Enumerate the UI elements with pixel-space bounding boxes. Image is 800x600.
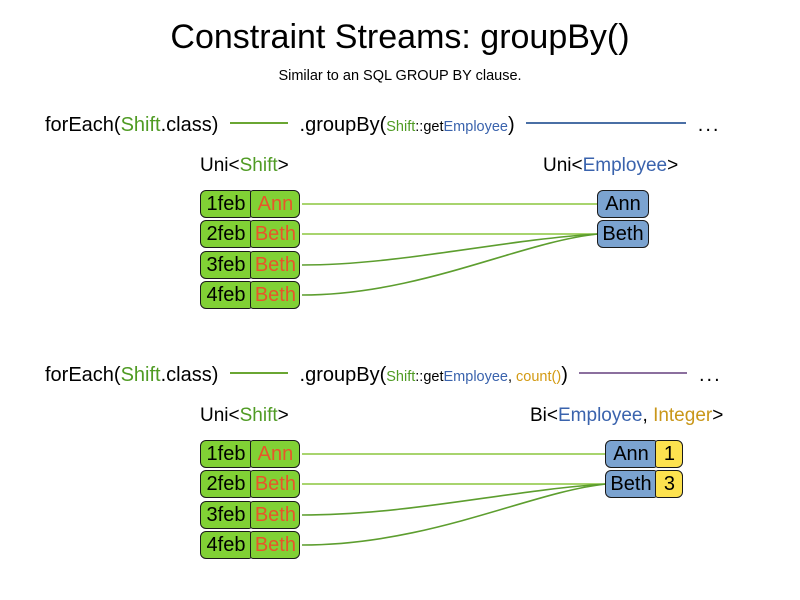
pipe-rule-groupby: [579, 371, 688, 374]
shift-row[interactable]: 4feb Beth: [200, 531, 301, 559]
type-prefix: Uni<: [543, 155, 583, 176]
type-label-bi-employee-integer: Bi<Employee, Integer>: [530, 405, 723, 427]
page-title: Constraint Streams: groupBy(): [170, 18, 630, 56]
group-row[interactable]: Ann 1: [605, 440, 684, 468]
shift-employee: Beth: [250, 501, 301, 529]
shift-date: 1feb: [200, 190, 252, 218]
group-row[interactable]: Beth 3: [605, 470, 684, 498]
code-mapper-sep: ::get: [415, 369, 444, 385]
code-groupby-call: .groupBy(: [299, 114, 387, 136]
code-collector-count: count(): [516, 369, 562, 385]
pipe-rule-foreach: [229, 371, 288, 374]
type-suffix: >: [712, 405, 724, 426]
shift-date: 2feb: [200, 220, 252, 248]
type-label-uni-shift-2: Uni<Shift>: [200, 405, 289, 427]
type-label-uni-employee: Uni<Employee>: [543, 155, 678, 177]
code-ellipsis: ...: [698, 364, 722, 386]
code-groupby-close: ): [561, 364, 568, 386]
shift-date: 4feb: [200, 281, 252, 309]
shift-employee: Beth: [250, 281, 301, 309]
group-employee: Ann: [597, 190, 649, 218]
pipe-rule-groupby: [526, 121, 687, 124]
code-foreach-call: forEach(: [45, 364, 121, 386]
type-prefix: Uni<: [200, 405, 240, 426]
shift-date: 3feb: [200, 501, 252, 529]
group-row[interactable]: Beth: [597, 220, 649, 248]
shift-row[interactable]: 2feb Beth: [200, 470, 301, 498]
group-count: 3: [655, 470, 684, 498]
link-shift3-beth: [301, 233, 599, 266]
shift-row[interactable]: 4feb Beth: [200, 281, 301, 309]
type-generic-employee: Employee: [558, 405, 643, 426]
code-groupby-close: ): [507, 114, 515, 136]
type-prefix: Bi<: [530, 405, 558, 426]
shift-employee: Ann: [250, 190, 301, 218]
shift-row[interactable]: 1feb Ann: [200, 190, 301, 218]
shift-row[interactable]: 2feb Beth: [200, 220, 301, 248]
group-employee: Ann: [605, 440, 657, 468]
type-suffix: >: [277, 155, 289, 176]
code-mapper-prop: Employee: [443, 119, 508, 135]
code-mapper-comma: ,: [507, 369, 517, 385]
code-line-groupby-single: forEach(Shift.class) .groupBy(Shift::get…: [45, 114, 720, 137]
type-generic-employee: Employee: [582, 155, 668, 176]
code-mapper-prop: Employee: [443, 369, 508, 385]
code-foreach-suffix: .class): [160, 364, 219, 386]
type-label-uni-shift: Uni<Shift>: [200, 155, 289, 177]
group-employee: Beth: [597, 220, 649, 248]
code-foreach-type: Shift: [120, 114, 161, 136]
type-prefix: Uni<: [200, 155, 240, 176]
link2-shift4-beth: [301, 483, 607, 546]
group-count: 1: [655, 440, 684, 468]
code-ellipsis: ...: [697, 114, 721, 136]
type-generic-sep: ,: [642, 405, 654, 426]
shift-date: 4feb: [200, 531, 252, 559]
shift-employee: Beth: [250, 531, 301, 559]
type-generic-shift: Shift: [239, 155, 278, 176]
group-employee: Beth: [605, 470, 657, 498]
shift-employee: Beth: [250, 470, 301, 498]
shift-date: 2feb: [200, 470, 252, 498]
shift-employee: Ann: [250, 440, 301, 468]
link2-shift3-beth: [301, 483, 607, 516]
code-foreach-type: Shift: [120, 364, 161, 386]
shift-row[interactable]: 3feb Beth: [200, 501, 301, 529]
shift-row[interactable]: 1feb Ann: [200, 440, 301, 468]
shift-date: 1feb: [200, 440, 252, 468]
page-subtitle: Similar to an SQL GROUP BY clause.: [278, 68, 522, 84]
code-mapper-class: Shift: [386, 119, 416, 135]
shift-date: 3feb: [200, 251, 252, 279]
pipe-rule-foreach: [229, 121, 288, 124]
link-shift4-beth: [301, 233, 599, 296]
code-foreach-suffix: .class): [160, 114, 219, 136]
code-groupby-call: .groupBy(: [299, 364, 387, 386]
type-generic-shift: Shift: [239, 405, 278, 426]
type-generic-integer: Integer: [653, 405, 713, 426]
code-mapper-class: Shift: [386, 369, 416, 385]
code-line-groupby-count: forEach(Shift.class) .groupBy(Shift::get…: [45, 364, 722, 387]
type-suffix: >: [667, 155, 679, 176]
shift-employee: Beth: [250, 251, 301, 279]
group-row[interactable]: Ann: [597, 190, 649, 218]
shift-row[interactable]: 3feb Beth: [200, 251, 301, 279]
shift-employee: Beth: [250, 220, 301, 248]
type-suffix: >: [277, 405, 289, 426]
code-foreach-call: forEach(: [45, 114, 121, 136]
code-mapper-sep: ::get: [415, 119, 444, 135]
